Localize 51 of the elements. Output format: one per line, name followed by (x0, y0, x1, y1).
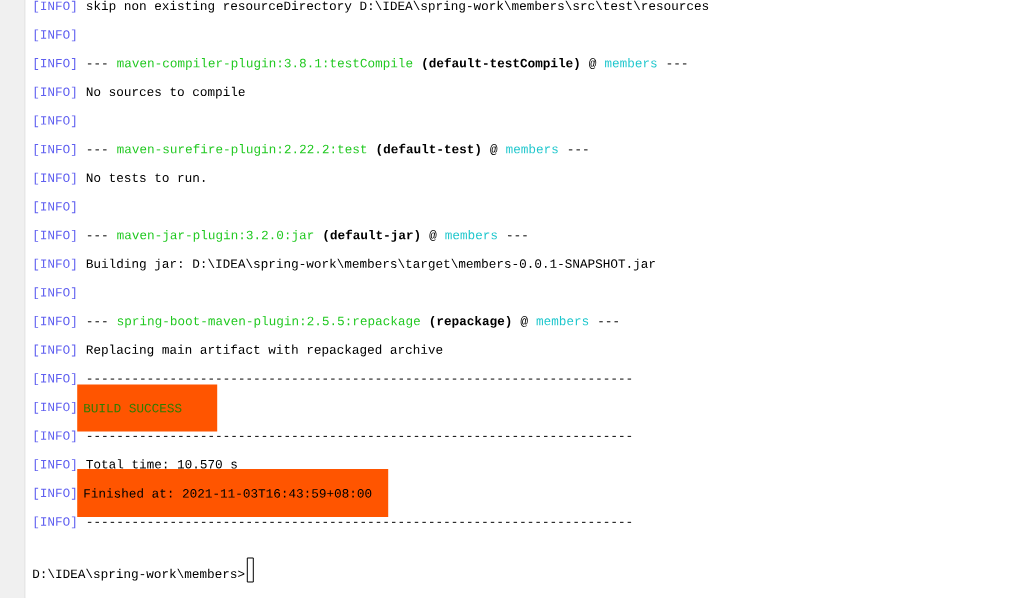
project-name: members (605, 58, 657, 68)
log-level: [INFO] (34, 29, 76, 42)
log-text: @ (589, 58, 597, 70)
project-name: members (445, 230, 497, 240)
log-level: [INFO] (34, 0, 76, 13)
plugin-goal: maven-jar-plugin:3.2.0:jar (117, 230, 314, 242)
log-text: --- (87, 235, 107, 237)
log-text: Building jar: D:\IDEA\spring-work\members\target\members-0.0.1-SNAPSHOT.jar (86, 258, 655, 271)
log-text: D:\IDEA\spring-work\members> (33, 568, 245, 581)
log-text: @ (520, 315, 528, 327)
log-text: Replacing main artifact with repackaged archive (86, 344, 443, 357)
log-level: [INFO] (34, 516, 76, 529)
execution-id: (default-test) (377, 143, 480, 156)
highlighted-text: Finished at: 2021-11-03T16:43:59+08:00 (77, 469, 389, 518)
execution-id: (default-jar) (324, 229, 419, 242)
log-level: [INFO] (34, 287, 76, 300)
highlighted-text: BUILD SUCCESS (77, 384, 218, 432)
log-text: No sources to compile (86, 86, 245, 99)
log-text: skip non existing resourceDirectory D:\IDEA\spring-work\members\src\test\resources (86, 0, 709, 13)
execution-id: (default-testCompile) (423, 57, 579, 70)
log-text: No tests to run. (86, 173, 205, 182)
log-level: [INFO] (34, 430, 76, 443)
log-level: [INFO] (34, 144, 76, 156)
log-text: --- (87, 63, 107, 65)
log-text: --- (508, 235, 527, 237)
log-text: @ (429, 230, 437, 241)
log-text: --- (87, 149, 107, 151)
log-level: [INFO] (34, 258, 76, 271)
log-level: [INFO] (34, 373, 76, 386)
log-level: [INFO] (34, 86, 76, 99)
log-level: [INFO] (34, 344, 76, 357)
log-text: --- (568, 149, 588, 151)
log-text: --- (599, 321, 618, 323)
log-level: [INFO] (34, 315, 76, 328)
execution-id: (repackage) (430, 315, 511, 328)
plugin-goal: maven-surefire-plugin:2.22.2:test (117, 144, 367, 156)
log-text: --- (667, 63, 687, 65)
log-text: Total time: 10.570 s (86, 459, 237, 469)
log-level: [INFO] (34, 230, 76, 242)
project-name: members (506, 144, 558, 154)
log-level: [INFO] (34, 201, 76, 214)
project-name: members (536, 315, 589, 326)
log-text: --- (87, 321, 107, 323)
log-level: [INFO] (34, 115, 76, 128)
plugin-goal: spring-boot-maven-plugin:2.5.5:repackage (117, 315, 420, 328)
plugin-goal: maven-compiler-plugin:3.8.1:testCompile (117, 58, 413, 70)
log-level: [INFO] (34, 58, 76, 70)
log-text: @ (490, 144, 498, 155)
log-level: [INFO] (34, 459, 76, 471)
log-level: [INFO] (34, 172, 76, 185)
log-text: ------------------------------------------------------------------------ (87, 435, 632, 437)
